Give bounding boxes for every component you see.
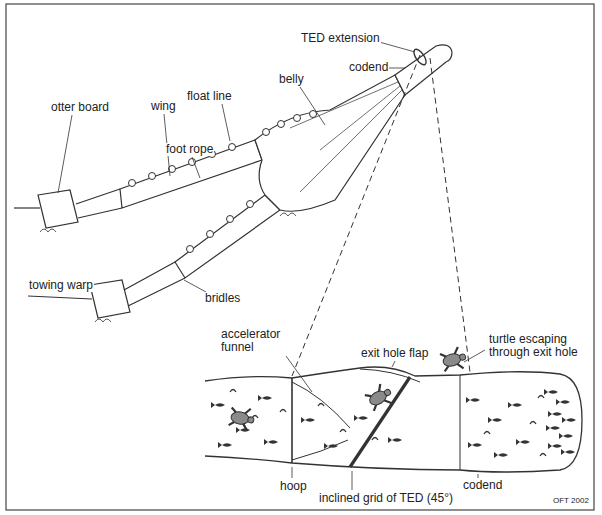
trawl-net (14, 45, 452, 322)
part-label: towing warp (28, 279, 94, 292)
leader-lines (58, 40, 415, 292)
part-label: exit hole flap (360, 347, 429, 360)
part-label: foot rope (165, 143, 214, 156)
part-label: wing (150, 100, 177, 113)
part-label: codend (462, 479, 503, 492)
part-label: float line (186, 90, 233, 103)
part-label: inclined grid of TED (45°) (318, 492, 454, 505)
part-label: accelerator funnel (220, 328, 292, 354)
part-label: codend (348, 61, 389, 74)
part-label: otter board (50, 101, 110, 114)
part-label: hoop (279, 480, 308, 493)
part-label: bridles (204, 292, 241, 305)
part-label: turtle escaping through exit hole (488, 333, 590, 359)
part-label: OFT 2002 (552, 496, 590, 505)
projection-line (430, 58, 470, 372)
part-label: TED extension (300, 32, 381, 45)
part-label: belly (278, 73, 305, 86)
ted-detail (205, 350, 582, 490)
projection-line (292, 55, 420, 376)
catch (211, 346, 576, 458)
frame (6, 4, 594, 510)
